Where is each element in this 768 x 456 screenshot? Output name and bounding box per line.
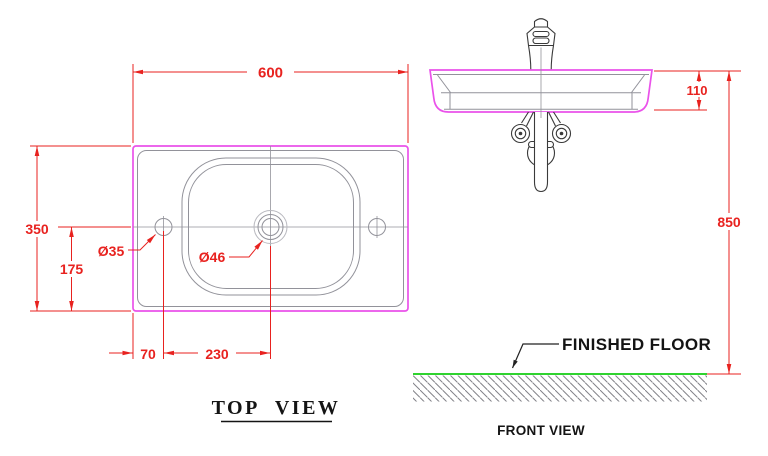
drain-tailpipe bbox=[533, 112, 549, 193]
front-view-title: FRONT VIEW bbox=[497, 423, 585, 438]
dim-edge-offset-label: 70 bbox=[140, 346, 156, 362]
dim-width-label: 600 bbox=[258, 65, 283, 82]
sink-top-outline bbox=[132, 145, 409, 312]
dim-drain-label: Ø46 bbox=[199, 249, 226, 265]
drain-outer-circle bbox=[253, 210, 288, 244]
angle-valve-left-dot bbox=[518, 131, 523, 136]
front-view: FINISHED FLOOR 110 850 FRONT VIEW bbox=[413, 18, 745, 438]
dim-text-mask bbox=[713, 213, 745, 230]
faucet-body-right bbox=[550, 45, 555, 71]
top-view-dimensions: 600 350 175 70 230 Ø35 bbox=[21, 63, 409, 362]
faucet-handle-ring-bottom bbox=[532, 37, 550, 45]
faucet-lever-knob bbox=[533, 18, 549, 28]
top-view: 600 350 175 70 230 Ø35 bbox=[21, 63, 409, 423]
dim-text-mask bbox=[247, 63, 294, 80]
dim-faucet-hole-label: Ø35 bbox=[98, 243, 125, 259]
plumbing bbox=[510, 111, 572, 193]
angle-valve-left-inner bbox=[514, 127, 527, 140]
bowl-slant-right bbox=[631, 74, 645, 93]
supply-hose-right bbox=[548, 111, 561, 127]
drain-inner-circle bbox=[261, 218, 280, 236]
bowl-slant-left bbox=[437, 74, 451, 93]
dim-height-label: 850 bbox=[717, 214, 741, 230]
angle-valve-right-dot bbox=[559, 131, 564, 136]
dim-hole-spacing-label: 230 bbox=[205, 346, 229, 362]
leader-drain bbox=[229, 240, 263, 258]
faucet-body-left bbox=[527, 45, 532, 71]
dim-text-mask bbox=[21, 221, 53, 237]
dim-text-mask bbox=[198, 345, 236, 361]
dim-center-offset-label: 175 bbox=[60, 261, 84, 277]
dim-apron-label: 110 bbox=[687, 83, 708, 98]
dim-depth-label: 350 bbox=[25, 221, 49, 237]
finished-floor-label: FINISHED FLOOR bbox=[562, 335, 711, 354]
top-view-title: TOP VIEW bbox=[212, 397, 341, 419]
drain-middle-circle bbox=[257, 214, 284, 240]
front-view-dimensions: 110 850 bbox=[654, 70, 745, 375]
angle-valve-right-inner bbox=[555, 127, 568, 140]
floor-hatch bbox=[413, 375, 707, 402]
leader-faucet-hole bbox=[128, 234, 156, 251]
faucet-handle-ring-top bbox=[532, 30, 550, 38]
floor-leader-line bbox=[511, 343, 559, 369]
faucet bbox=[526, 18, 556, 71]
dim-text-mask bbox=[55, 261, 88, 277]
finished-floor: FINISHED FLOOR bbox=[413, 335, 711, 402]
dim-text-mask bbox=[684, 82, 712, 97]
supply-hose-left bbox=[521, 111, 534, 127]
